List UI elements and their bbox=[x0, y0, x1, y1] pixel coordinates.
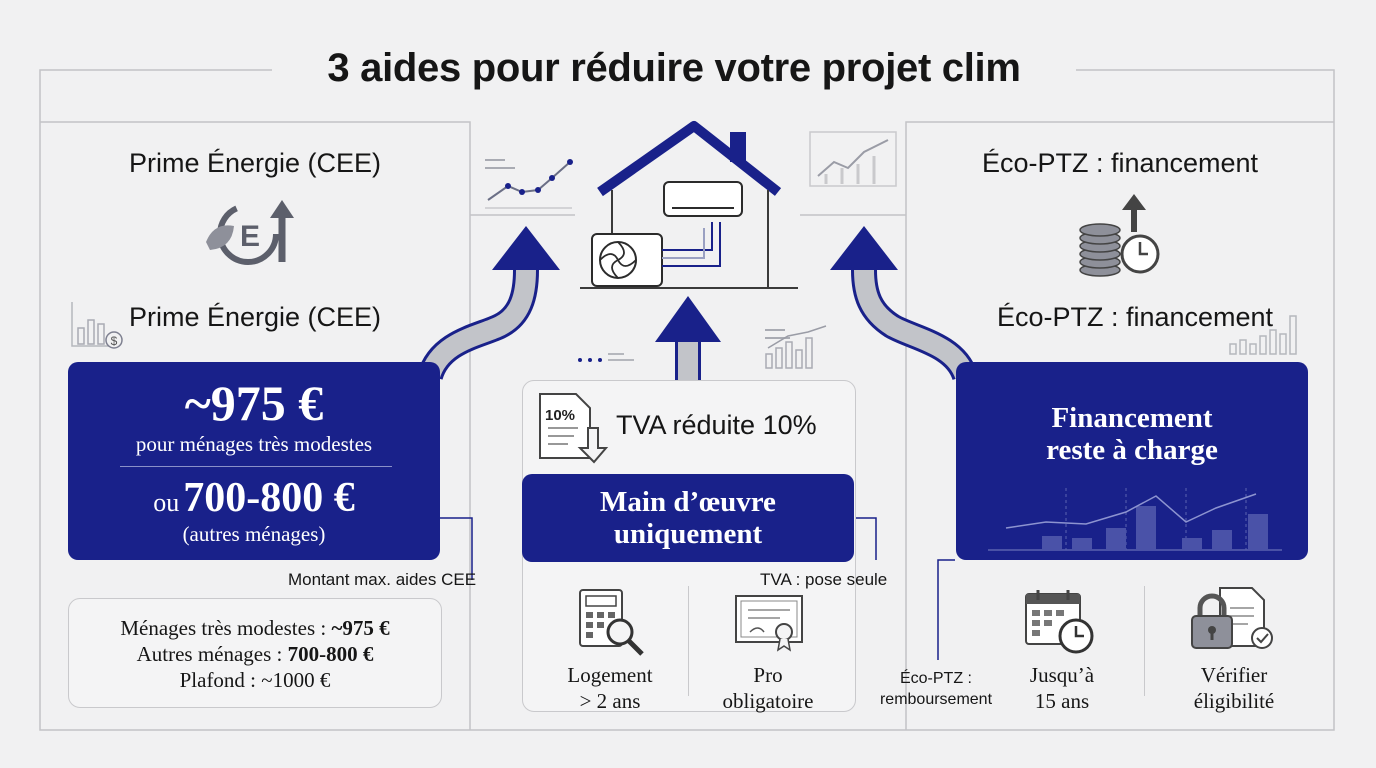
cee-amount-alt: 700-800 € bbox=[183, 475, 355, 521]
cee-amount-box: ~975 € pour ménages très modestes ou 700… bbox=[68, 362, 440, 560]
arrow-left-up-icon bbox=[417, 226, 560, 381]
left-heading: Prime Énergie (CEE) bbox=[128, 148, 382, 178]
labor-only-box: Main d’œuvre uniquement bbox=[522, 474, 854, 562]
tva-title: TVA réduite 10% bbox=[616, 410, 817, 440]
cee-summary-card: Ménages très modestes : ~975 € Autres mé… bbox=[68, 598, 442, 708]
house-aircon-icon bbox=[580, 121, 798, 289]
item-eligibility: Vérifier éligibilité bbox=[1193, 663, 1275, 713]
cee-summary-row1: Ménages très modestes : ~975 € bbox=[120, 616, 390, 640]
cee-amount-alt-caption: (autres ménages) bbox=[182, 522, 326, 546]
financing-line1: Financement bbox=[1051, 402, 1213, 434]
cee-or-word: ou bbox=[153, 488, 180, 517]
item-pro: Pro obligatoire bbox=[722, 663, 814, 713]
lock-document-icon bbox=[1191, 587, 1273, 649]
arrow-center-up-icon bbox=[655, 296, 721, 384]
center-divider bbox=[688, 586, 689, 696]
right-heading: Éco-PTZ : financement bbox=[981, 148, 1259, 178]
svg-text:$: $ bbox=[111, 334, 118, 348]
dots-decor-icon bbox=[578, 353, 634, 362]
labor-only-line1: Main d’œuvre bbox=[600, 486, 776, 518]
svg-text:E: E bbox=[240, 220, 260, 253]
cee-summary-row3: Plafond : ~1000 € bbox=[179, 668, 331, 692]
left-heading-repeat: Prime Énergie (CEE) bbox=[128, 302, 382, 332]
cee-amount-main-caption: pour ménages très modestes bbox=[135, 432, 373, 456]
right-divider bbox=[1144, 586, 1145, 696]
cee-summary-row2: Autres ménages : 700-800 € bbox=[136, 642, 374, 666]
cee-divider bbox=[120, 466, 392, 467]
cee-amount-alt-line: ou 700-800 € bbox=[68, 474, 440, 522]
eco-ptz-note: Éco-PTZ : remboursement bbox=[879, 670, 993, 708]
arrow-right-up-icon bbox=[830, 226, 978, 382]
tva-document-icon: 10% bbox=[539, 393, 609, 464]
financing-box: Financement reste à charge bbox=[956, 362, 1308, 560]
labor-only-line2: uniquement bbox=[613, 518, 763, 550]
right-heading-repeat: Éco-PTZ : financement bbox=[996, 302, 1274, 332]
bars-decor-icon bbox=[1229, 315, 1297, 355]
energy-e-icon: E bbox=[206, 200, 294, 265]
coins-clock-icon bbox=[1079, 194, 1160, 277]
cee-note: Montant max. aides CEE bbox=[288, 570, 477, 589]
page-title: 3 aides pour réduire votre projet clim bbox=[327, 46, 1021, 90]
financing-line2: reste à charge bbox=[1046, 434, 1218, 466]
money-chart-decor-icon: $ bbox=[71, 302, 123, 349]
item-logement: Logement > 2 ans bbox=[567, 663, 653, 713]
bar-chart-decor-icon bbox=[765, 325, 827, 369]
line-chart-decor-icon bbox=[485, 159, 573, 209]
svg-text:10%: 10% bbox=[545, 407, 575, 424]
calendar-clock-icon bbox=[1025, 590, 1094, 654]
trend-chart-decor-icon bbox=[809, 131, 897, 187]
financing-chart-decor bbox=[988, 488, 1282, 551]
calculator-magnifier-icon bbox=[579, 589, 644, 656]
cee-amount-main: ~975 € bbox=[184, 375, 324, 431]
certificate-icon bbox=[735, 595, 803, 652]
tva-note: TVA : pose seule bbox=[760, 570, 888, 589]
item-duration: Jusqu’à 15 ans bbox=[1029, 663, 1095, 713]
